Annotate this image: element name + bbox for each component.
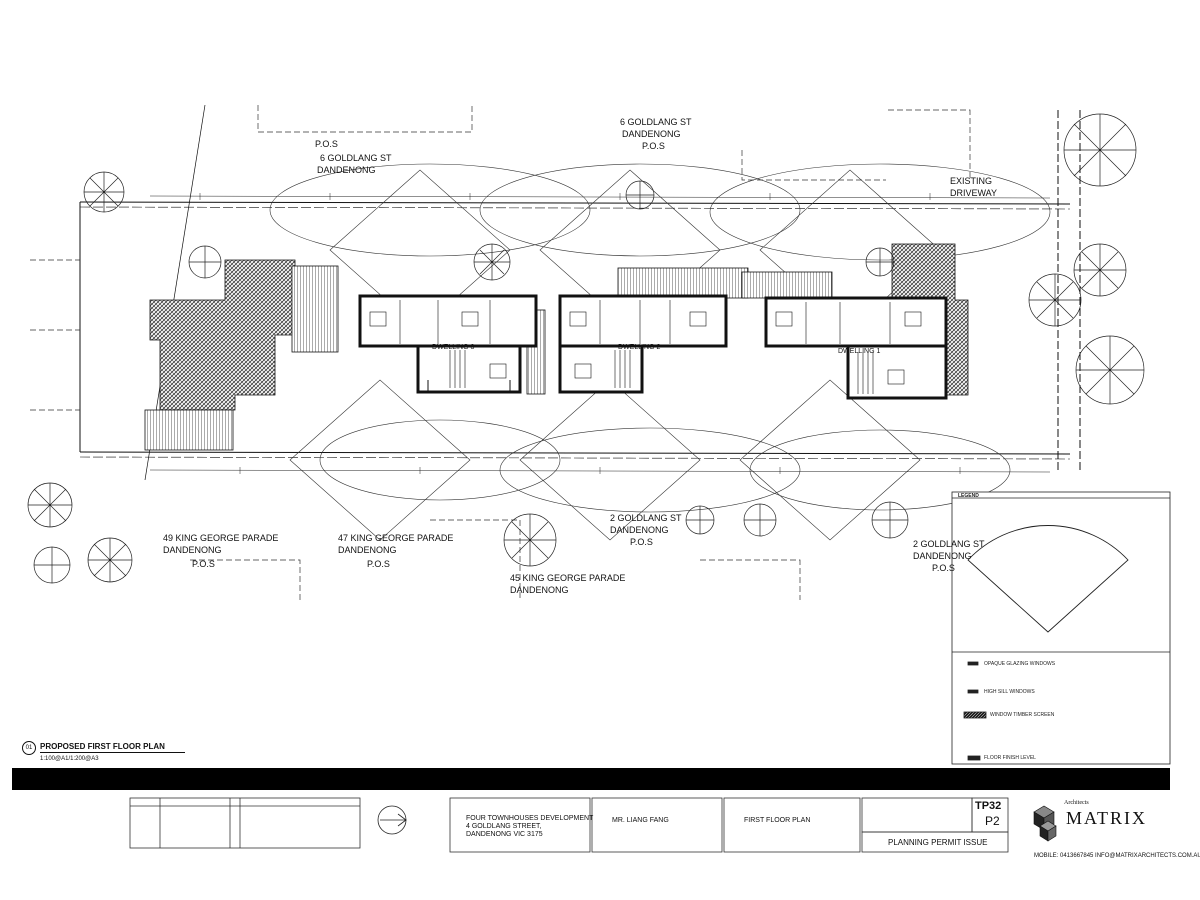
dimension-lines — [149, 193, 1051, 474]
site-boundary — [79, 104, 1081, 481]
existing-label: EXISTING — [950, 176, 993, 186]
legend-item: WINDOW TIMBER SCREEN — [990, 712, 1055, 718]
address-label: 47 KING GEORGE PARADE — [338, 533, 454, 543]
driveway-label: DRIVEWAY — [950, 188, 998, 198]
suburb-label: DANDENONG — [913, 551, 972, 561]
legend-item: HIGH SILL WINDOWS — [984, 689, 1035, 695]
title-strip — [12, 768, 1170, 790]
plan-title: PROPOSED FIRST FLOOR PLAN — [40, 741, 185, 753]
firm-prefix: Architects — [1064, 800, 1089, 806]
pos-label: P.O.S — [192, 559, 215, 569]
matrix-logo-mark — [1033, 805, 1057, 842]
pos-label: P.O.S — [315, 139, 338, 149]
drawing-number-badge: 01 — [22, 741, 36, 755]
drawing-number: TP32 — [975, 800, 1002, 812]
dwelling-1-plan — [764, 296, 948, 400]
street-label: 6 GOLDLANG ST — [320, 153, 392, 163]
legend-box — [951, 491, 1171, 765]
drawing-title: FIRST FLOOR PLAN — [744, 817, 811, 824]
suburb-label: DANDENONG — [510, 585, 569, 595]
legend-item: FLOOR FINISH LEVEL — [984, 755, 1036, 761]
dwelling-1-label: DWELLING 1 — [838, 348, 881, 355]
address-label: 45 KING GEORGE PARADE — [510, 573, 626, 583]
suburb-label: DANDENONG — [610, 525, 669, 535]
pos-label: P.O.S — [367, 559, 390, 569]
street-label: 2 GOLDLANG ST — [610, 513, 682, 523]
issue-status: PLANNING PERMIT ISSUE — [888, 838, 988, 847]
neighbour-outlines — [30, 105, 971, 600]
roof-east — [741, 243, 969, 396]
suburb-label: DANDENONG — [163, 545, 222, 555]
project-line: 4 GOLDLANG STREET, — [466, 823, 542, 830]
project-line: FOUR TOWNHOUSES DEVELOPMENT — [466, 815, 594, 822]
dwelling-2-label: DWELLING 2 — [618, 344, 661, 351]
suburb-label: DANDENONG — [317, 165, 376, 175]
dwelling-3-plan — [358, 294, 538, 394]
roof-west — [144, 259, 339, 451]
north-arrow — [377, 805, 407, 835]
legend-title: LEGEND — [958, 493, 979, 499]
project-line: DANDENONG VIC 3175 — [466, 831, 543, 838]
legend-item: OPAQUE GLAZING WINDOWS — [984, 661, 1056, 667]
firm-contact: MOBILE: 0413667845 INFO@MATRIXARCHITECTS… — [1034, 853, 1200, 859]
revision: P2 — [985, 814, 1000, 828]
trees — [27, 113, 1145, 584]
firm-name: MATRIX — [1066, 808, 1148, 828]
dwelling-2-plan — [558, 294, 728, 394]
street-label: 6 GOLDLANG ST — [620, 117, 692, 127]
pos-label: P.O.S — [932, 563, 955, 573]
pos-label: P.O.S — [642, 141, 665, 151]
roof-middle — [526, 267, 749, 395]
address-label: 49 KING GEORGE PARADE — [163, 533, 279, 543]
title-block-frame — [129, 797, 1009, 853]
suburb-label: DANDENONG — [338, 545, 397, 555]
client-name: MR. LIANG FANG — [612, 817, 669, 824]
dwelling-3-label: DWELLING 3 — [432, 344, 475, 351]
suburb-label: DANDENONG — [622, 129, 681, 139]
pos-label: P.O.S — [630, 537, 653, 547]
street-label: 2 GOLDLANG ST — [913, 539, 985, 549]
plan-scale: 1:100@A1/1:200@A3 — [40, 756, 99, 762]
